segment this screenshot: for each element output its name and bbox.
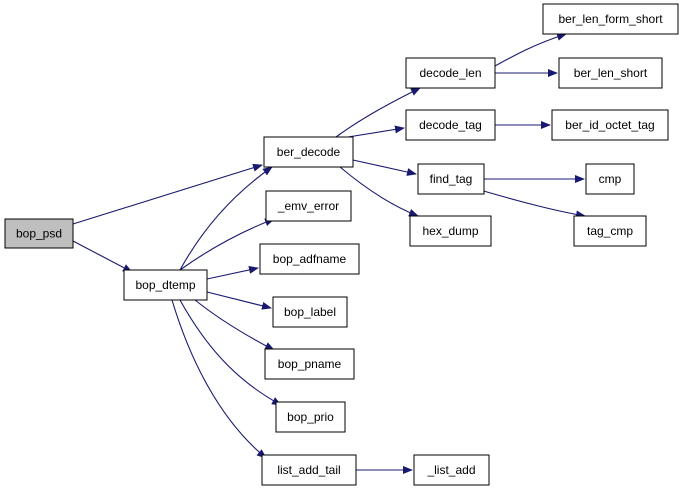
node-_emv_error[interactable]: _emv_error — [265, 190, 352, 222]
edge-bop_dtemp-to-bop_adfname — [206, 265, 259, 280]
node-label: find_tag — [430, 172, 473, 186]
node-label: bop_label — [284, 305, 336, 319]
node-ber_len_short[interactable]: ber_len_short — [558, 57, 663, 89]
node-ber_len_form_short[interactable]: ber_len_form_short — [542, 3, 679, 35]
edge-bop_dtemp-to-list_add_tail — [171, 299, 267, 459]
node-box[interactable] — [264, 348, 355, 380]
node-label: hex_dump — [422, 224, 478, 238]
node-label: ber_id_octet_tag — [565, 118, 654, 132]
node-label: ber_decode — [277, 145, 341, 159]
node-bop_adfname[interactable]: bop_adfname — [259, 243, 360, 275]
node-label: bop_prio — [287, 410, 334, 424]
node-cmp[interactable]: cmp — [585, 163, 635, 195]
node-list_add_tail[interactable]: list_add_tail — [261, 454, 357, 486]
node-ber_id_octet_tag[interactable]: ber_id_octet_tag — [551, 109, 669, 141]
edge-bop_dtemp-to-_emv_error — [179, 218, 275, 271]
node-ber_decode[interactable]: ber_decode — [263, 136, 354, 168]
edge-ber_decode-to-find_tag — [352, 159, 417, 176]
node-label: bop_dtemp — [135, 278, 195, 292]
edge-ber_decode-to-hex_dump — [339, 166, 419, 217]
node-box[interactable] — [265, 190, 352, 222]
node-bop_pname[interactable]: bop_pname — [264, 348, 355, 380]
node-box[interactable] — [542, 3, 679, 35]
node-box[interactable] — [585, 163, 635, 195]
nodes-layer: bop_psd bop_dtemp ber_decode _emv_error bop_… — [4, 3, 679, 486]
node-bop_psd[interactable]: bop_psd — [4, 218, 74, 249]
edge-decode_len-to-ber_len_form_short — [494, 32, 567, 67]
node-label: tag_cmp — [587, 224, 633, 238]
edge-bop_dtemp-to-bop_label — [206, 291, 272, 310]
node-label: bop_psd — [16, 227, 62, 241]
node-decode_len[interactable]: decode_len — [405, 57, 496, 89]
node-decode_tag[interactable]: decode_tag — [405, 109, 496, 141]
node-box[interactable] — [123, 269, 208, 301]
node-box[interactable] — [413, 454, 490, 486]
node-box[interactable] — [405, 109, 496, 141]
edge-ber_decode-to-decode_tag — [347, 125, 405, 138]
node-box[interactable] — [261, 454, 357, 486]
node-label: cmp — [599, 172, 622, 186]
node-tag_cmp[interactable]: tag_cmp — [573, 215, 647, 247]
node-label: decode_tag — [419, 118, 482, 132]
node-label: _emv_error — [277, 199, 339, 213]
node-hex_dump[interactable]: hex_dump — [409, 215, 492, 247]
node-label: bop_pname — [278, 357, 342, 371]
node-box[interactable] — [417, 163, 485, 195]
node-label: ber_len_short — [574, 66, 648, 80]
edge-find_tag-to-tag_cmp — [479, 189, 586, 219]
node-bop_label[interactable]: bop_label — [272, 296, 348, 328]
node-box[interactable] — [263, 136, 354, 168]
edge-bop_dtemp-to-bop_pname — [194, 299, 275, 351]
node-bop_dtemp[interactable]: bop_dtemp — [123, 269, 208, 301]
node-label: bop_adfname — [273, 252, 347, 266]
node-_list_add[interactable]: _list_add — [413, 454, 490, 486]
node-box[interactable] — [272, 296, 348, 328]
node-label: ber_len_form_short — [558, 12, 663, 26]
edge-bop_psd-to-ber_decode — [72, 163, 263, 225]
node-box[interactable] — [275, 401, 346, 433]
edge-bop_psd-to-bop_dtemp — [72, 240, 133, 273]
node-label: decode_len — [419, 66, 481, 80]
node-box[interactable] — [259, 243, 360, 275]
node-bop_prio[interactable]: bop_prio — [275, 401, 346, 433]
edge-bop_dtemp-to-bop_prio — [179, 299, 282, 406]
node-label: list_add_tail — [277, 463, 340, 477]
node-box[interactable] — [405, 57, 496, 89]
node-box[interactable] — [4, 218, 74, 249]
node-box[interactable] — [551, 109, 669, 141]
edges-layer — [72, 32, 586, 474]
edge-bop_dtemp-to-ber_decode — [179, 166, 273, 271]
node-find_tag[interactable]: find_tag — [417, 163, 485, 195]
node-box[interactable] — [558, 57, 663, 89]
edge-ber_decode-to-decode_len — [335, 87, 421, 138]
node-box[interactable] — [409, 215, 492, 247]
node-label: _list_add — [426, 463, 475, 477]
node-box[interactable] — [573, 215, 647, 247]
